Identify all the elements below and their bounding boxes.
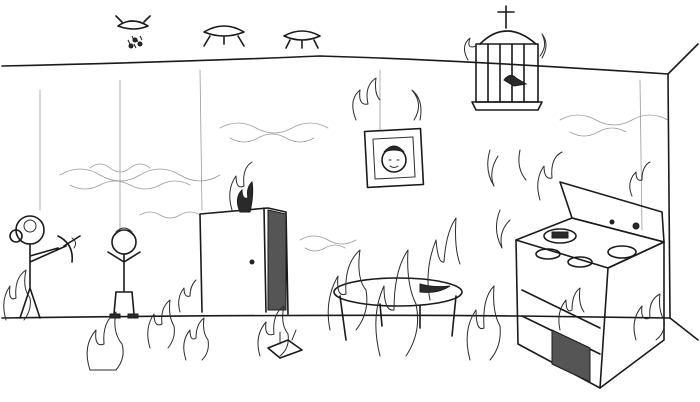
open-door-icon (199, 180, 289, 315)
fire-icon (3, 149, 665, 371)
ufo-icon (115, 15, 151, 49)
smoke-scribbles (39, 69, 669, 252)
room-outline (1, 43, 699, 341)
birdcage-icon (464, 5, 547, 111)
floor-debris (267, 329, 303, 359)
round-table-icon (333, 277, 463, 341)
ufo-icon (283, 30, 321, 49)
ufo-icon (203, 25, 245, 47)
girl-figure-icon (9, 215, 81, 319)
child-figure-icon (107, 227, 141, 319)
framed-portrait-icon (352, 77, 425, 189)
